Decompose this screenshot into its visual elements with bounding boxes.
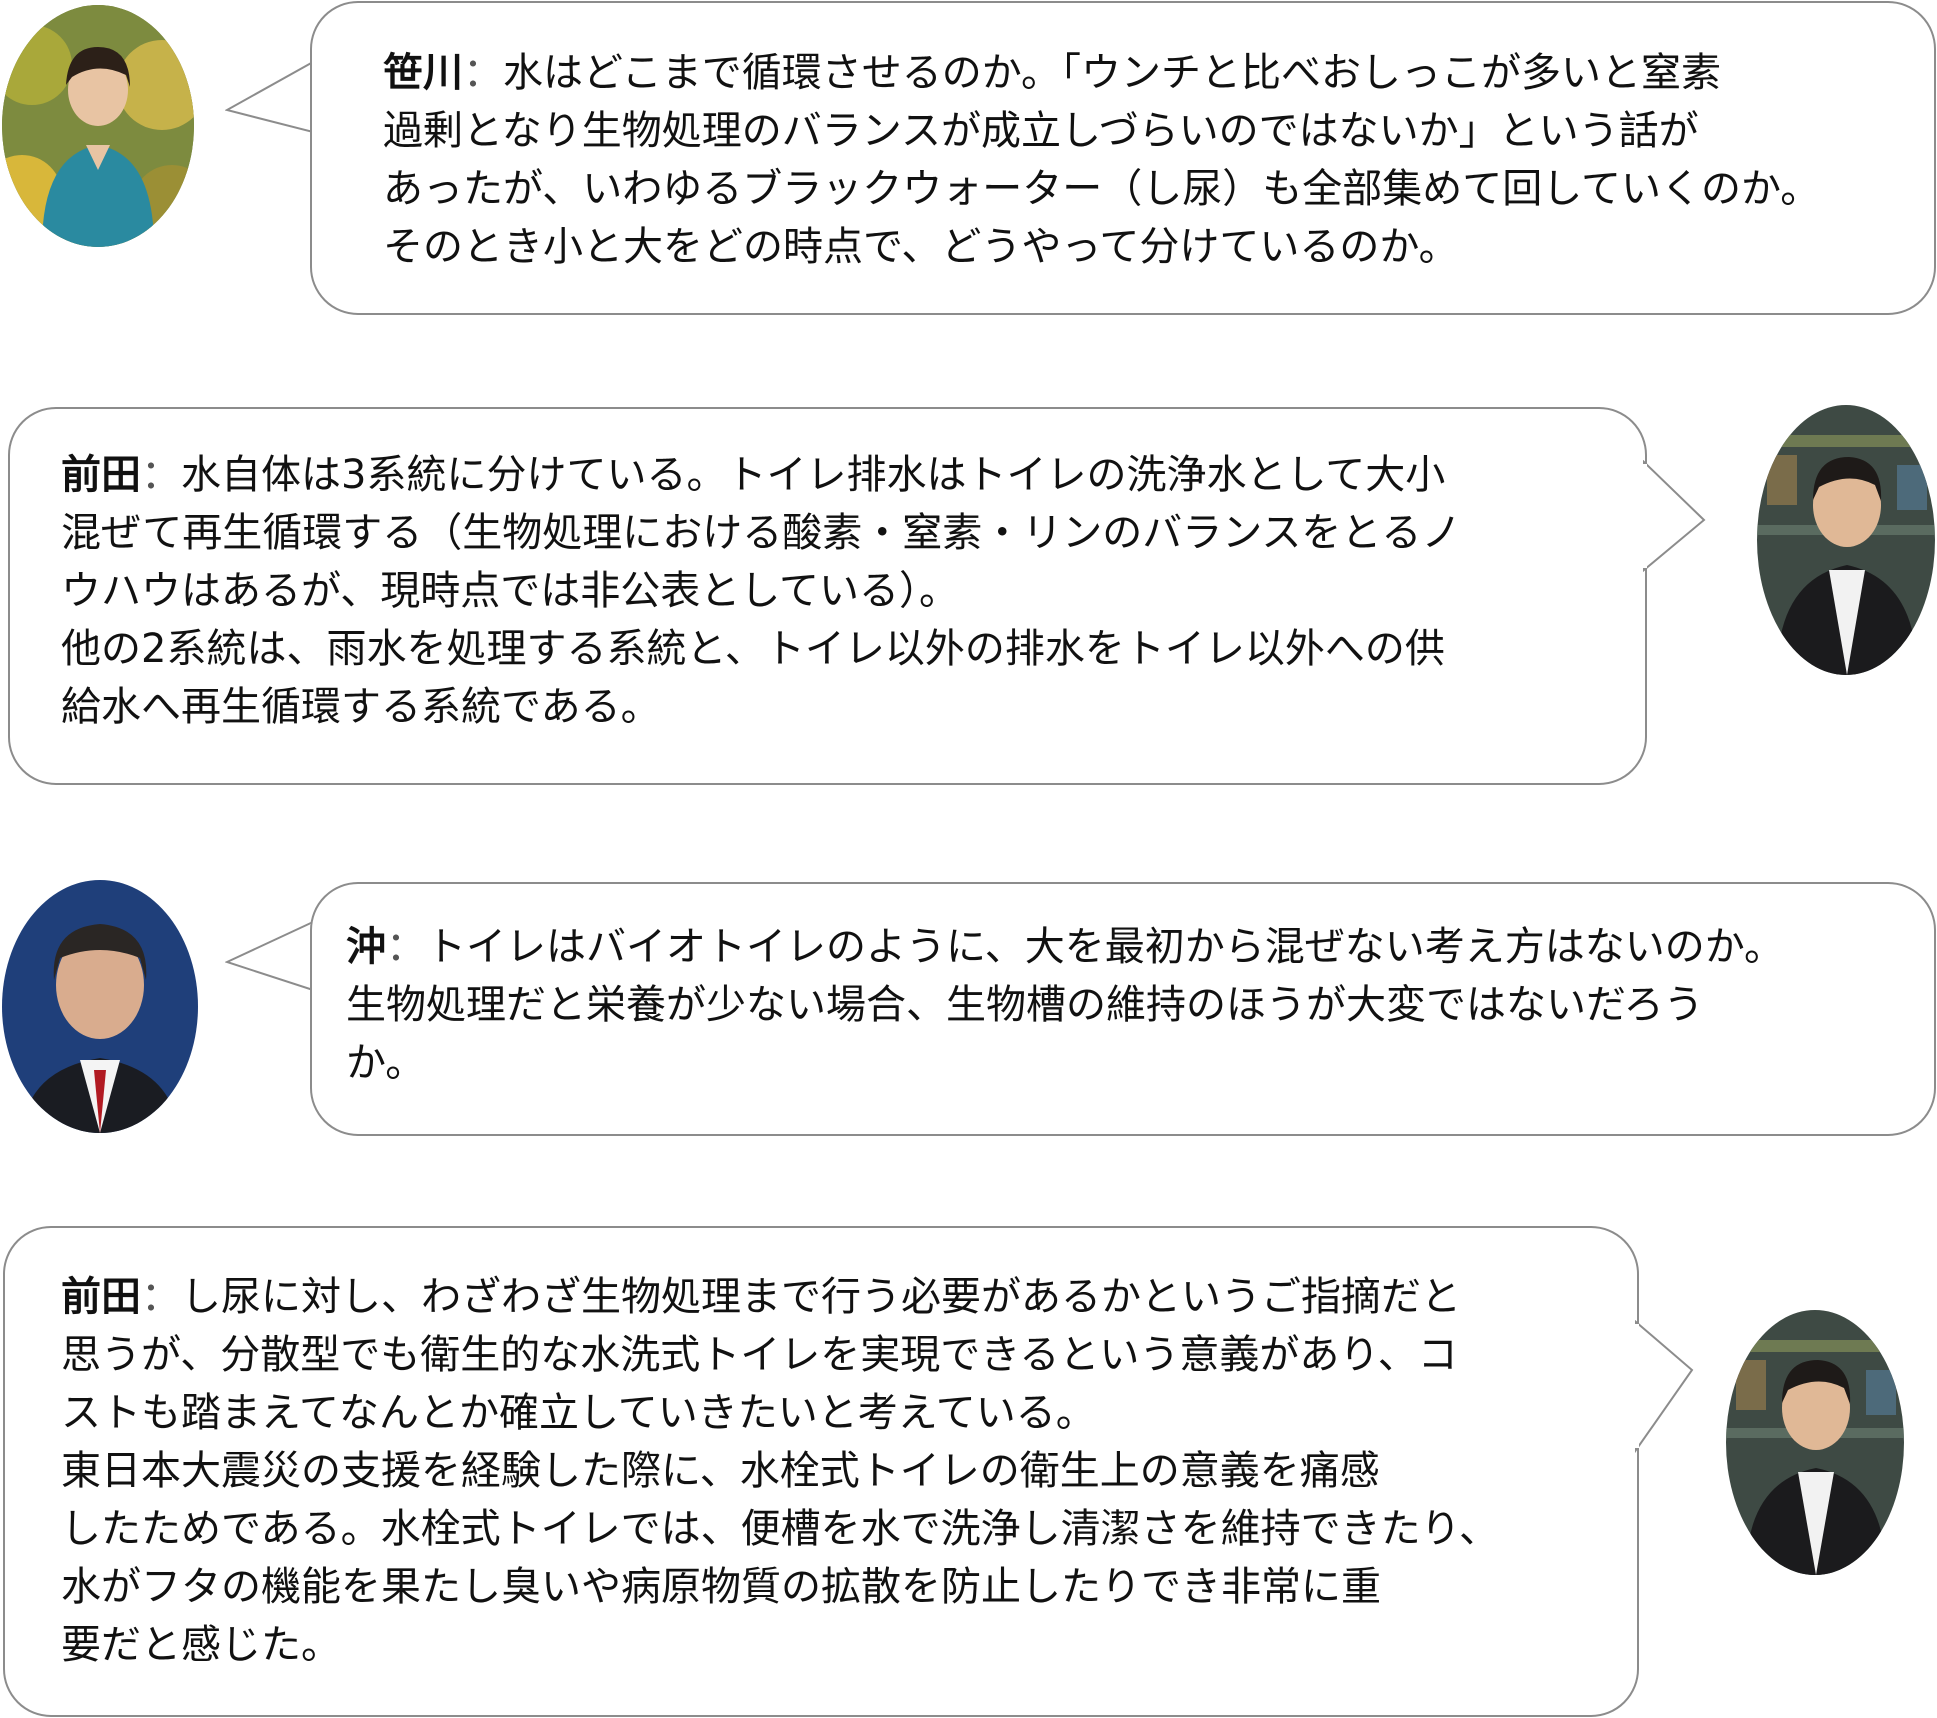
speaker-name: 笹川 [383,50,463,96]
message-text: トイレはバイオトイレのように、大を最初から混ぜない考え方はないのか。 生物処理だ… [346,924,1784,1086]
bubble-text: 前田：水自体は3系統に分けている。トイレ排水はトイレの洗浄水として大小 混ぜて再… [61,446,1631,736]
speaker-name: 沖 [346,924,386,970]
separator: ： [386,924,426,970]
avatar-maeda [1726,1310,1904,1575]
bubble-text: 笹川：水はどこまで循環させるのか。「ウンチと比べおしっこが多いと窒素 過剰となり… [383,44,1923,276]
bubble-text: 前田：し尿に対し、わざわざ生物処理まで行う必要があるかというご指摘だと 思うが、… [61,1268,1631,1674]
speaker-name: 前田 [61,452,141,498]
message-text: 水はどこまで循環させるのか。「ウンチと比べおしっこが多いと窒素 過剰となり生物処… [383,50,1821,270]
message-text: 水自体は3系統に分けている。トイレ排水はトイレの洗浄水として大小 混ぜて再生循環… [61,452,1462,730]
bubble-text: 沖：トイレはバイオトイレのように、大を最初から混ぜない考え方はないのか。 生物処… [346,918,1921,1092]
bubble-tail [1633,1320,1694,1454]
separator: ： [141,452,181,498]
speaker-name: 前田 [61,1274,141,1320]
separator: ： [463,50,503,96]
message-text: し尿に対し、わざわざ生物処理まで行う必要があるかというご指摘だと 思うが、分散型… [61,1274,1499,1668]
avatar-oki [2,880,198,1133]
avatar-maeda [1757,405,1935,675]
separator: ： [141,1274,181,1320]
avatar-sasagawa [2,5,194,247]
bubble-tail [1641,460,1706,573]
